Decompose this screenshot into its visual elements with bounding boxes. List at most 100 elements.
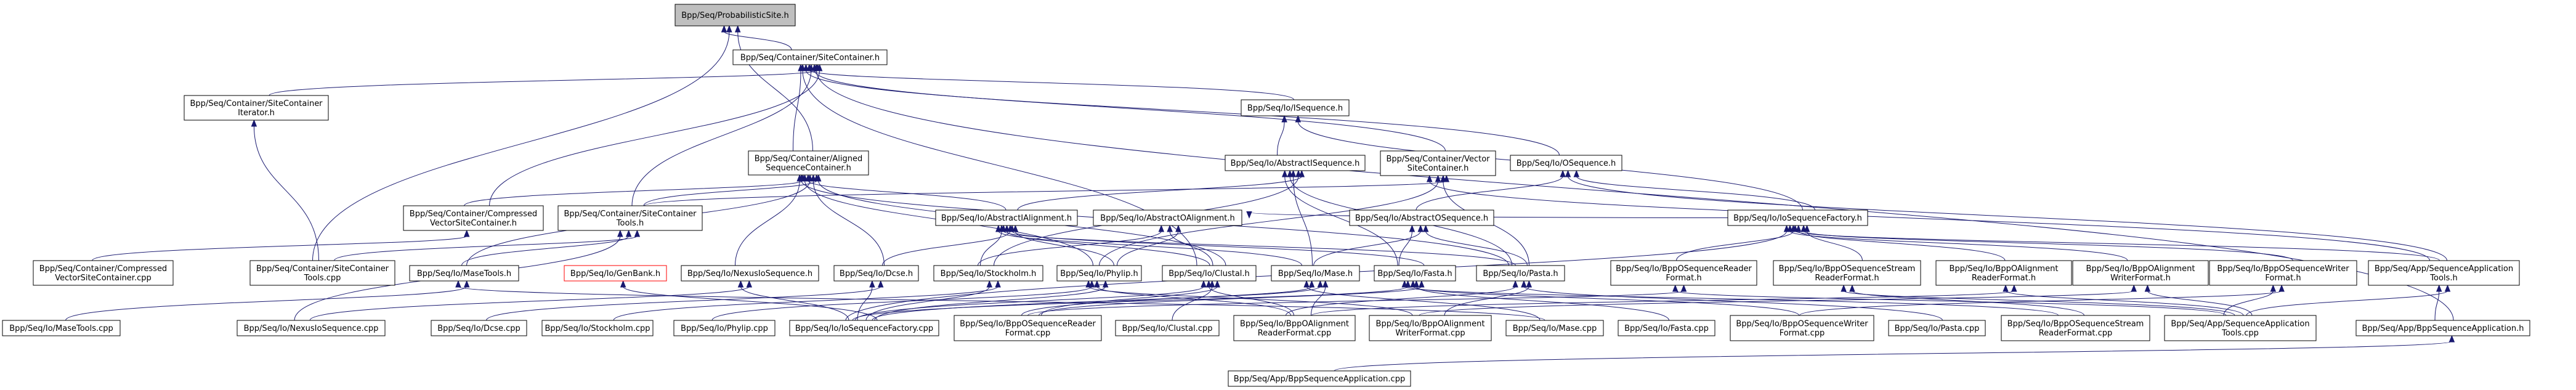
node-bpp-seq-app-bppsequenceapplication-cpp[interactable]: Bpp/Seq/App/BppSequenceApplication.cpp [1228,370,1411,387]
node-bpp-seq-io-bpposequencestreamreaderformat-cpp[interactable]: Bpp/Seq/Io/BppOSequenceStreamReaderForma… [2001,315,2150,341]
node-bpp-seq-container-alignedsequencecontainer-h[interactable]: Bpp/Seq/Container/AlignedSequenceContain… [748,150,869,176]
node-bpp-seq-io-abstractosequence-h[interactable]: Bpp/Seq/Io/AbstractOSequence.h [1349,209,1494,226]
node-bpp-seq-io-iosequencefactory-cpp[interactable]: Bpp/Seq/Io/IoSequenceFactory.cpp [789,320,939,336]
node-box [1374,265,1456,282]
node-bpp-seq-io-phylip-cpp[interactable]: Bpp/Seq/Io/Phylip.cpp [673,320,776,336]
node-box [1510,155,1622,171]
node-bpp-seq-io-abstractoalignment-h[interactable]: Bpp/Seq/Io/AbstractOAlignment.h [1093,209,1242,226]
node-bpp-seq-io-genbank-h[interactable]: Bpp/Seq/Io/GenBank.h [564,265,667,282]
node-bpp-seq-io-abstractisequence-h[interactable]: Bpp/Seq/Io/AbstractISequence.h [1225,155,1366,171]
node-label: Bpp/Seq/Io/ISequence.h [1247,104,1343,113]
arrowhead-icon [800,63,806,71]
node-bpp-seq-io-mase-cpp[interactable]: Bpp/Seq/Io/Mase.cpp [1505,320,1604,336]
node-bpp-seq-io-stockholm-cpp[interactable]: Bpp/Seq/Io/Stockholm.cpp [541,320,654,336]
node-box [954,315,1102,341]
node-box [431,320,527,336]
arrowhead-icon [1303,280,1310,288]
node-bpp-seq-io-isequence-h[interactable]: Bpp/Seq/Io/ISequence.h [1241,99,1350,116]
edge-line [464,180,803,206]
node-bpp-seq-app-bppsequenceapplication-h[interactable]: Bpp/Seq/App/BppSequenceApplication.h [2355,320,2530,336]
node-bpp-seq-io-phylip-h[interactable]: Bpp/Seq/Io/Phylip.h [1056,265,1142,282]
edge-line [1334,341,2452,372]
node-label: Bpp/Seq/Io/BppOAlignment [2086,264,2195,274]
edge-n5-to-n3 [1277,115,1287,156]
node-bpp-seq-io-dcse-cpp[interactable]: Bpp/Seq/Io/Dcse.cpp [431,320,527,336]
node-bpp-seq-io-fasta-cpp[interactable]: Bpp/Seq/Io/Fasta.cpp [1618,320,1715,336]
node-bpp-seq-container-vectorsitecontainer-h[interactable]: Bpp/Seq/Container/VectorSiteContainer.h [1380,150,1496,176]
node-label: Bpp/Seq/Io/NexusIoSequence.h [687,269,812,278]
node-label: Bpp/Seq/Io/OSequence.h [1517,159,1616,168]
node-bpp-seq-io-stockholm-h[interactable]: Bpp/Seq/Io/Stockholm.h [933,265,1043,282]
node-label: ReaderFormat.cpp [2039,329,2113,338]
node-bpp-seq-io-masetools-h[interactable]: Bpp/Seq/Io/MaseTools.h [409,265,519,282]
edge-line [812,180,885,266]
node-bpp-seq-probabilisticsite-h[interactable]: Bpp/Seq/ProbabilisticSite.h [674,4,796,26]
node-bpp-seq-io-mase-h[interactable]: Bpp/Seq/Io/Mase.h [1271,265,1360,282]
node-bpp-seq-io-osequence-h[interactable]: Bpp/Seq/Io/OSequence.h [1510,155,1622,171]
edge-n22-to-n1 [800,63,1197,266]
node-label: Tools.h [2429,274,2457,283]
node-label: Bpp/Seq/Io/Clustal.cpp [1122,324,1212,333]
node-box [557,205,703,231]
node-bpp-seq-io-nexusiosequence-cpp[interactable]: Bpp/Seq/Io/NexusIoSequence.cpp [237,320,386,336]
node-label: Bpp/Seq/Io/BppOSequenceReader [1616,264,1752,274]
edge-line [312,31,730,261]
arrowhead-icon [1800,224,1807,232]
edge-n30-to-n13 [1800,224,2293,261]
arrowhead-icon [463,280,470,288]
node-bpp-seq-container-compressedvectorsitecontainer-h[interactable]: Bpp/Seq/Container/CompressedVectorSiteCo… [403,205,544,231]
edge-n44-to-n24 [1410,280,1799,316]
node-bpp-seq-io-dcse-h[interactable]: Bpp/Seq/Io/Dcse.h [833,265,919,282]
node-label: Bpp/Seq/Io/Pasta.h [1483,269,1558,278]
node-box [2209,260,2357,286]
node-bpp-seq-io-pasta-cpp[interactable]: Bpp/Seq/Io/Pasta.cpp [1888,320,1986,336]
arrowhead-icon [2278,284,2285,292]
node-bpp-seq-container-compressedvectorsitecontainer-cpp[interactable]: Bpp/Seq/Container/CompressedVectorSiteCo… [33,260,174,286]
edge-line [1172,286,1213,321]
node-bpp-seq-io-clustal-h[interactable]: Bpp/Seq/Io/Clustal.h [1162,265,1257,282]
node-label: Format.h [2265,274,2301,283]
node-bpp-seq-io-masetools-cpp[interactable]: Bpp/Seq/Io/MaseTools.cpp [2,320,121,336]
edges [65,25,2455,372]
edge-n24-to-n5 [1281,169,1398,266]
arrowhead-icon [721,25,727,33]
edge-line [458,286,1545,321]
node-box [2355,320,2530,336]
node-label: VectorSiteContainer.h [430,219,517,228]
edge-line [461,235,630,266]
edge-line [1425,230,1528,266]
node-bpp-seq-io-bpposequencestreamreaderformat-h[interactable]: Bpp/Seq/Io/BppOSequenceStreamReaderForma… [1773,260,1921,286]
edge-line [1416,286,1669,321]
edge-n48-to-n31 [2434,284,2442,321]
arrowhead-icon [986,280,993,288]
node-bpp-seq-container-sitecontainer-h[interactable]: Bpp/Seq/Container/SiteContainer.h [732,49,888,65]
edge-n25-to-n12 [1422,224,1528,266]
edge-n37-to-n23 [872,280,1324,321]
node-label: Bpp/Seq/App/BppSequenceApplication.cpp [1234,375,1405,384]
node-bpp-seq-container-sitecontaineriterator-h[interactable]: Bpp/Seq/Container/SiteContainerIterator.… [184,95,329,121]
node-bpp-seq-io-fasta-h[interactable]: Bpp/Seq/Io/Fasta.h [1374,265,1456,282]
node-bpp-seq-io-abstractialignment-h[interactable]: Bpp/Seq/Io/AbstractIAlignment.h [935,209,1078,226]
node-label: WriterFormat.h [2110,274,2171,283]
node-bpp-seq-io-nexusiosequence-h[interactable]: Bpp/Seq/Io/NexusIoSequence.h [681,265,819,282]
node-bpp-seq-io-clustal-cpp[interactable]: Bpp/Seq/Io/Clustal.cpp [1115,320,1220,336]
node-bpp-seq-io-iosequencefactory-h[interactable]: Bpp/Seq/Io/IoSequenceFactory.h [1727,209,1868,226]
edge-line [1007,230,1210,266]
node-bpp-seq-io-pasta-h[interactable]: Bpp/Seq/Io/Pasta.h [1476,265,1565,282]
node-box [1093,209,1242,226]
node-label: WriterFormat.cpp [1395,329,1465,338]
node-label: Bpp/Seq/Container/SiteContainer [190,99,323,108]
node-box [732,49,888,65]
